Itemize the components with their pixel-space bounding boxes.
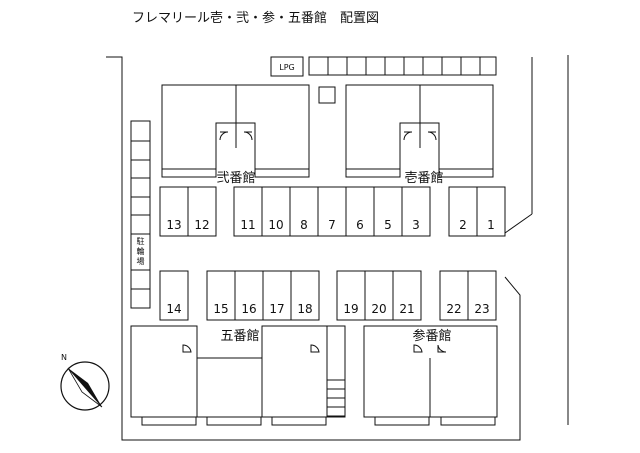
parking-space-19: 19 <box>343 302 358 316</box>
north-arrow-icon: N <box>60 353 110 411</box>
parking-row-a <box>159 186 217 237</box>
bike-label-1: 駐 <box>137 236 145 246</box>
parking-space-5: 5 <box>384 218 392 232</box>
parking-space-14: 14 <box>166 302 181 316</box>
parking-space-6: 6 <box>356 218 364 232</box>
parking-row-d <box>159 270 189 321</box>
parking-space-7: 7 <box>328 218 336 232</box>
building-ichi <box>345 84 494 178</box>
parking-row-g <box>439 270 497 321</box>
parking-space-16: 16 <box>241 302 256 316</box>
parking-row-e <box>206 270 320 321</box>
bike-label-3: 場 <box>137 256 145 266</box>
site-boundary <box>106 55 569 441</box>
building-san-label: 参番館 <box>412 328 451 344</box>
lpg-box: LPG <box>270 56 304 77</box>
parking-space-3: 3 <box>412 218 420 232</box>
parking-space-21: 21 <box>399 302 414 316</box>
parking-space-15: 15 <box>213 302 228 316</box>
parking-row-c <box>448 186 506 237</box>
parking-space-20: 20 <box>371 302 386 316</box>
parking-row-f <box>336 270 422 321</box>
building-ni-label: 弐番館 <box>216 171 255 186</box>
building-go-label: 五番館 <box>220 329 259 344</box>
building-san <box>363 325 498 426</box>
parking-space-12: 12 <box>194 218 209 232</box>
parking-space-11: 11 <box>240 218 255 232</box>
parking-space-18: 18 <box>297 302 312 316</box>
stairs <box>326 325 346 418</box>
building-ichi-label: 壱番館 <box>404 171 443 186</box>
building-ni <box>161 84 310 178</box>
parking-space-13: 13 <box>166 218 181 232</box>
lpg-label: LPG <box>279 63 294 72</box>
parking-space-10: 10 <box>268 218 283 232</box>
utility-box <box>318 86 336 104</box>
parking-row-b <box>233 186 431 237</box>
parking-space-1: 1 <box>487 218 495 232</box>
top-parking-strip <box>308 56 497 76</box>
parking-space-8: 8 <box>300 218 308 232</box>
building-go <box>130 325 328 426</box>
plan-title: フレマリール壱・弐・参・五番館 配置図 <box>132 10 379 26</box>
parking-space-2: 2 <box>459 218 467 232</box>
compass-north-label: N <box>61 353 67 362</box>
parking-space-22: 22 <box>446 302 461 316</box>
bicycle-parking: 駐 輪 場 <box>130 120 151 309</box>
parking-space-23: 23 <box>474 302 489 316</box>
parking-space-17: 17 <box>269 302 284 316</box>
bike-label-2: 輪 <box>137 246 145 256</box>
